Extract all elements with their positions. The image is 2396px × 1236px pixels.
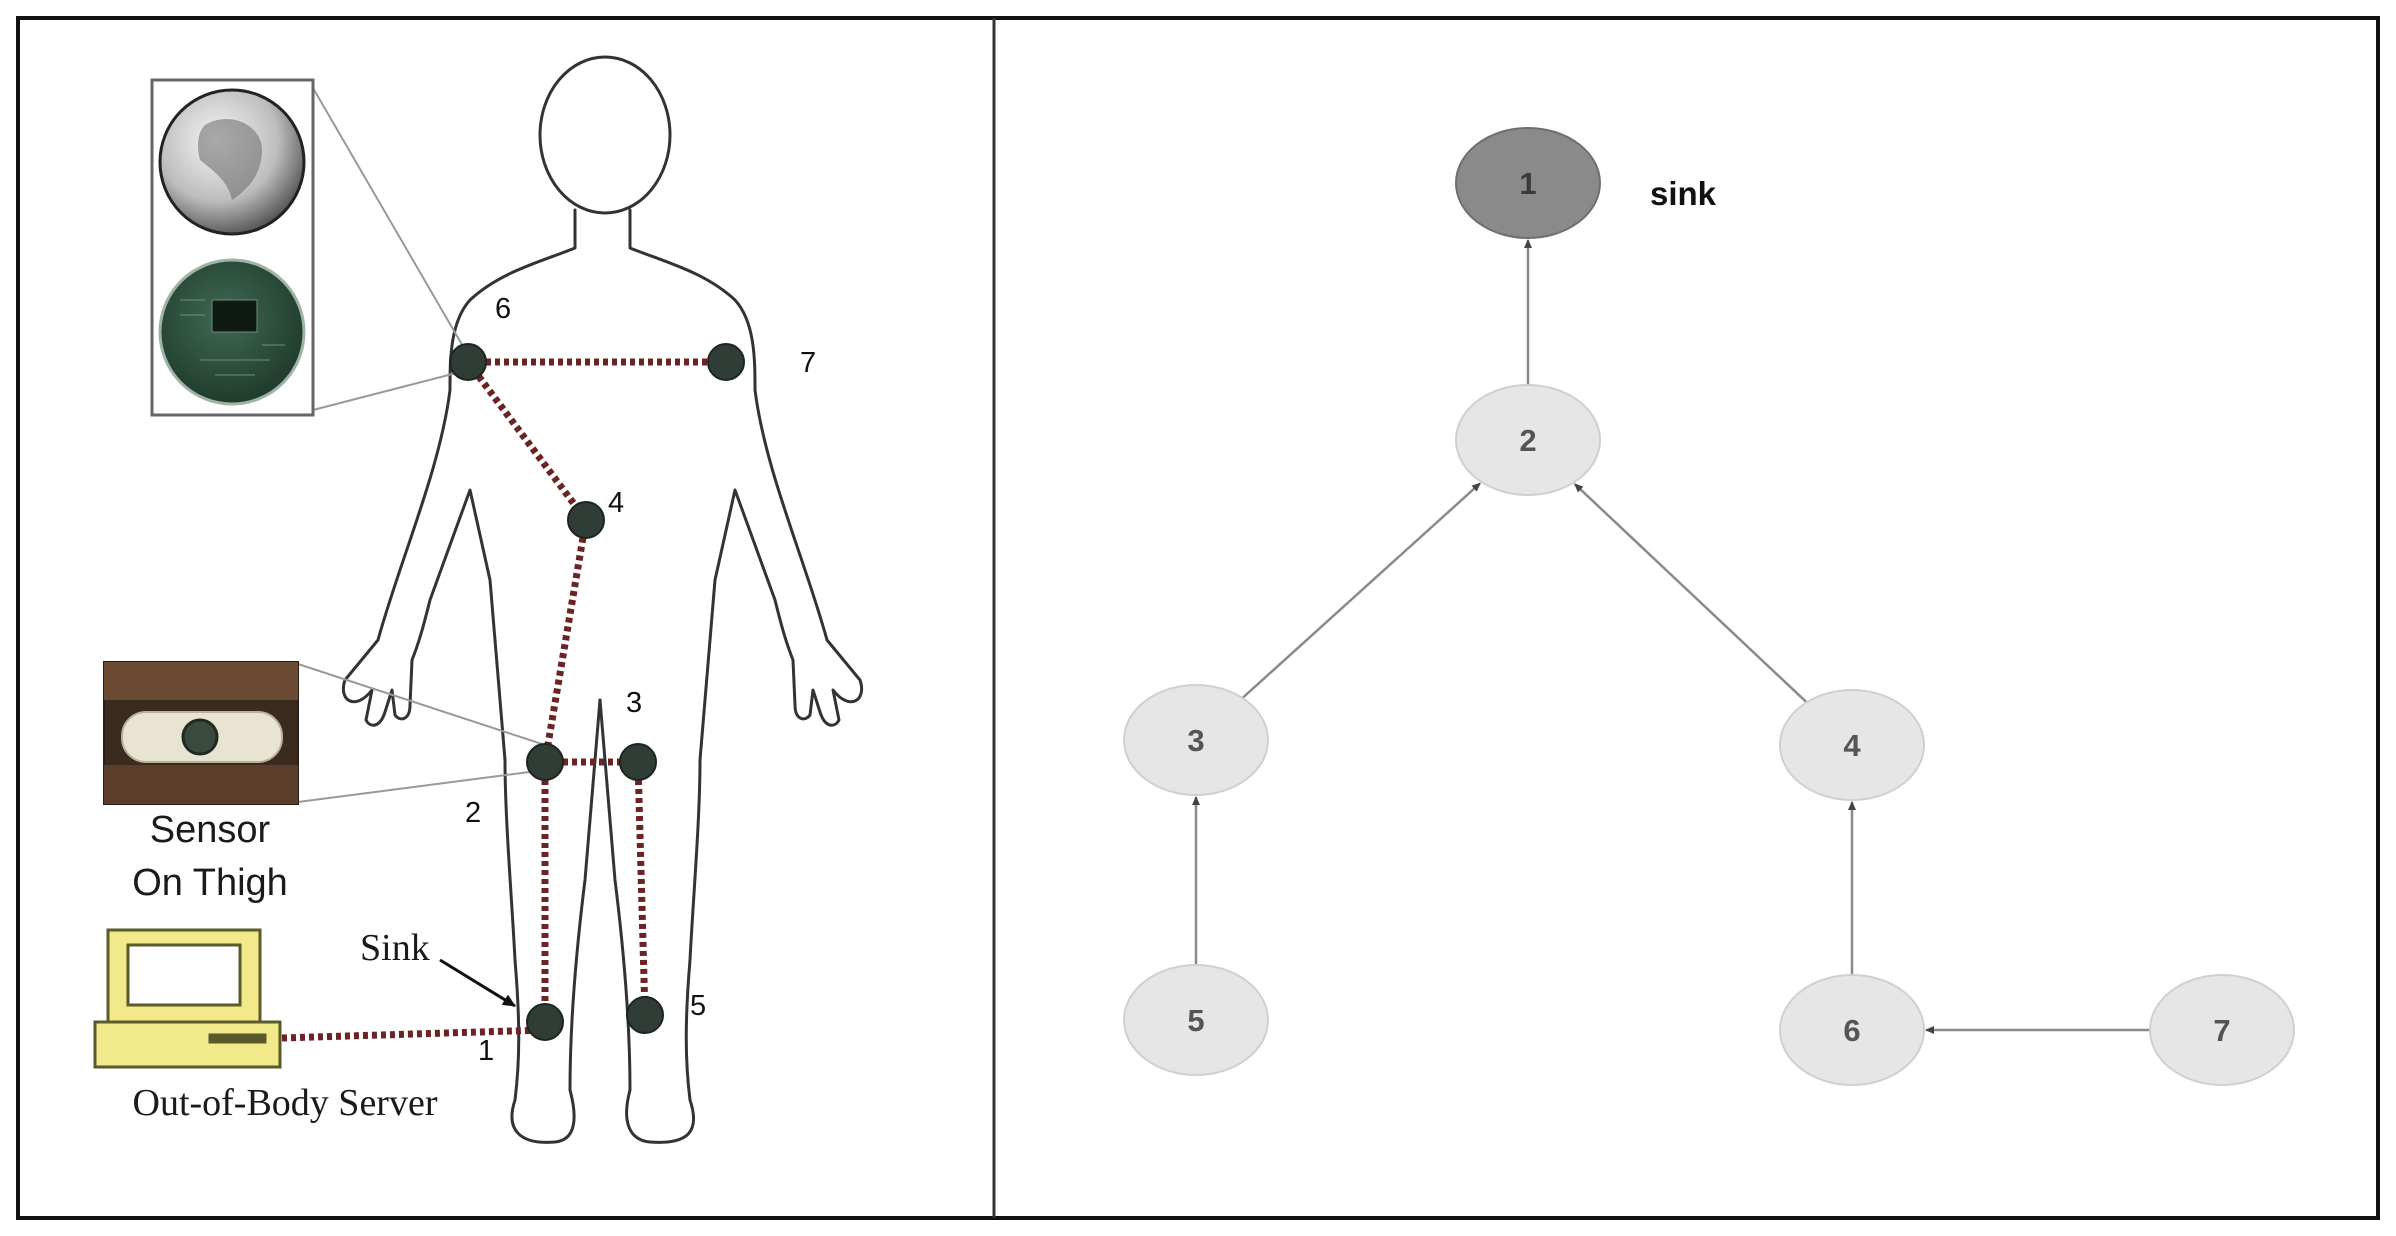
sensor-dots (449, 343, 745, 1041)
tree-edge-3-to-2 (1241, 482, 1481, 699)
tree-node-ellipse (1779, 689, 1925, 801)
sensor-6 (449, 343, 487, 381)
body-node-labels: 6 7 4 3 2 5 1 (465, 293, 816, 1067)
sensor-2 (526, 743, 564, 781)
body-label-7: 7 (800, 347, 816, 379)
tree-node-label: 5 (1187, 1003, 1204, 1038)
tree-node-ellipse (2149, 974, 2295, 1086)
tree-edges (1192, 239, 2150, 1034)
body-label-4: 4 (608, 487, 624, 519)
body-network-links (281, 358, 726, 1042)
link-6-4 (465, 359, 589, 523)
right-panel: 1 2 3 4 5 6 7 sink (1123, 127, 2295, 1086)
tree-node-ellipse (1123, 684, 1269, 796)
callout-lines (297, 87, 546, 803)
sink-annotation: sink (1650, 175, 1717, 212)
body-label-6: 6 (495, 293, 511, 325)
tree-node-3: 3 (1123, 684, 1269, 796)
tree-node-label: 2 (1519, 423, 1536, 458)
body-label-5: 5 (690, 990, 706, 1022)
link-4-2 (541, 519, 590, 763)
tree-node-label: 1 (1519, 166, 1536, 201)
tree-node-1: 1 (1455, 127, 1601, 239)
tree-node-4: 4 (1779, 689, 1925, 801)
body-label-1: 1 (478, 1035, 494, 1067)
tree-edge-4-to-2 (1573, 483, 1808, 704)
tree-node-ellipse (1455, 384, 1601, 496)
server-label: Out-of-Body Server (133, 1082, 438, 1124)
thigh-sensor-photo (103, 661, 299, 805)
sensor-caption-line1: Sensor (150, 809, 271, 851)
tree-node-label: 7 (2213, 1013, 2230, 1048)
human-body-outline (342, 55, 863, 1144)
server-computer-icon (93, 928, 282, 1069)
tree-node-7: 7 (2149, 974, 2295, 1086)
link-3-5 (634, 761, 649, 1016)
outer-frame (16, 16, 2380, 1220)
tree-node-2: 2 (1455, 384, 1601, 496)
sensor-4 (567, 501, 605, 539)
sensor-5 (626, 996, 664, 1034)
sensor-hardware-inset (150, 78, 315, 417)
tree-node-label: 3 (1187, 723, 1204, 758)
sensor-3 (619, 743, 657, 781)
tree-node-ellipse (1779, 974, 1925, 1086)
tree-node-6: 6 (1779, 974, 1925, 1086)
left-panel: 6 7 4 3 2 5 1 (93, 55, 863, 1144)
link-1-server (281, 1026, 546, 1042)
sensor-1 (526, 1003, 564, 1041)
sensor-caption-line2: On Thigh (132, 862, 288, 904)
sink-label: Sink (360, 927, 430, 969)
body-label-2: 2 (465, 797, 481, 829)
tree-node-ellipse (1123, 964, 1269, 1076)
tree-node-5: 5 (1123, 964, 1269, 1076)
tree-node-label: 6 (1843, 1013, 1860, 1048)
tree-nodes: 1 2 3 4 5 6 7 (1123, 127, 2295, 1086)
body-label-3: 3 (626, 687, 642, 719)
sensor-7 (707, 343, 745, 381)
tree-node-label: 4 (1843, 728, 1861, 763)
sink-pointer-arrow (439, 958, 516, 1008)
tree-node-ellipse (1455, 127, 1601, 239)
